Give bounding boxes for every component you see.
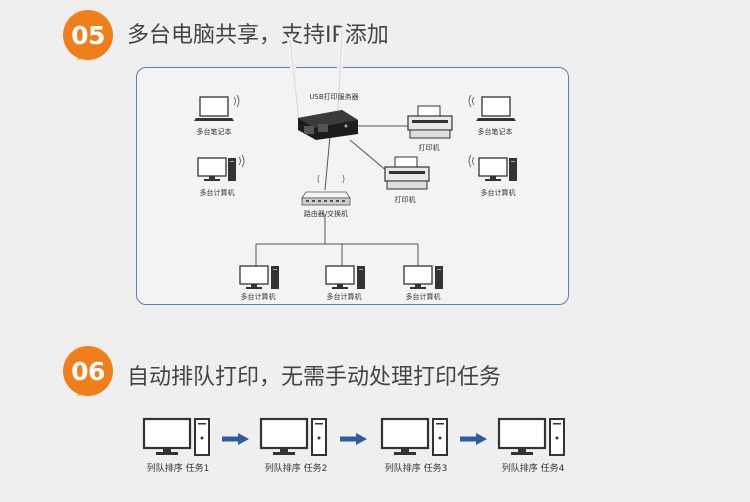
arrow-right-icon: [460, 433, 487, 445]
desktop-computer-icon: [325, 265, 365, 289]
desktop-computer-icon: [403, 265, 443, 289]
label-pc-bottom-3: 多台计算机: [405, 293, 441, 301]
printer-icon: [384, 156, 430, 190]
desktop-computer-icon: [468, 154, 517, 181]
label-usb-print-server: USB打印服务器: [309, 93, 359, 101]
router-switch-icon: [301, 191, 351, 206]
section-number: 06: [71, 356, 105, 386]
section-number: 05: [71, 20, 105, 50]
label-pc-right: 多台计算机: [480, 189, 516, 197]
queue-computer-icon: [142, 417, 210, 456]
label-pc-bottom-1: 多台计算机: [240, 293, 276, 301]
label-printer-1: 打印机: [418, 144, 440, 152]
queue-task-label-1: 列队排序 任务1: [146, 464, 210, 474]
usb-print-server-icon: [287, 27, 358, 140]
section-number-badge-05: 05: [63, 10, 113, 73]
laptop-icon: [194, 94, 240, 121]
queue-computer-icon: [259, 417, 327, 456]
arrow-right-icon: [340, 433, 367, 445]
queue-task-label-4: 列队排序 任务4: [501, 464, 565, 474]
queue-computer-icon: [497, 417, 565, 456]
printer-icon: [407, 105, 453, 139]
label-printer-2: 打印机: [394, 196, 416, 204]
label-router: 路由器/交换机: [303, 210, 349, 218]
section-number-badge-06: 06: [63, 346, 113, 409]
queue-task-label-2: 列队排序 任务2: [264, 464, 328, 474]
section-title-06: 自动排队打印，无需手动处理打印任务: [127, 365, 502, 390]
section-title-05: 多台电脑共享，支持IP添加: [127, 23, 389, 48]
label-laptop-right: 多台笔记本: [477, 128, 513, 136]
label-laptop-left: 多台笔记本: [196, 128, 232, 136]
label-pc-left: 多台计算机: [199, 189, 235, 197]
queue-task-label-3: 列队排序 任务3: [384, 464, 448, 474]
queue-computer-icon: [380, 417, 448, 456]
label-pc-bottom-2: 多台计算机: [326, 293, 362, 301]
desktop-computer-icon: [197, 154, 245, 181]
arrow-right-icon: [222, 433, 249, 445]
laptop-icon: [468, 94, 516, 121]
desktop-computer-icon: [239, 265, 279, 289]
